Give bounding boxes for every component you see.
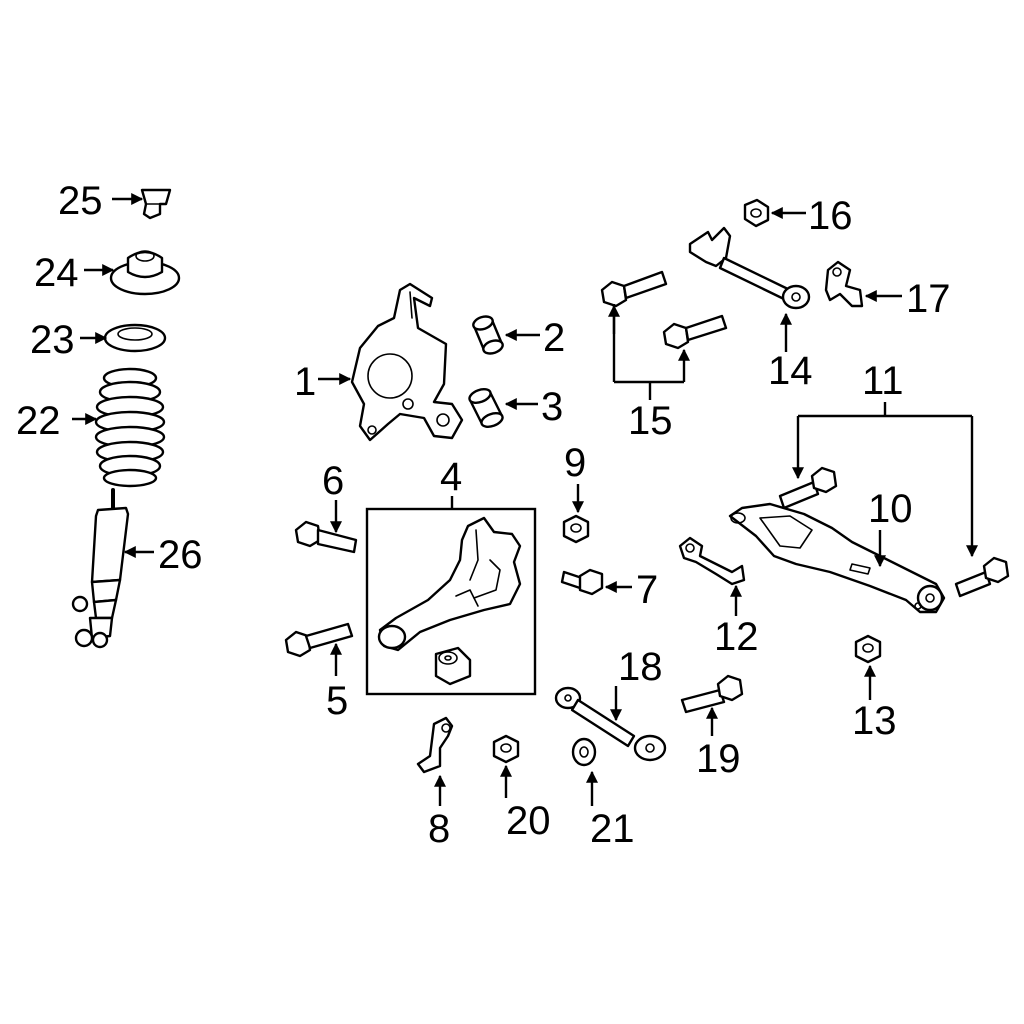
callout-16: 16 <box>808 194 853 238</box>
part-2-bushing <box>472 315 504 355</box>
callout-1: 1 <box>294 360 316 404</box>
part-21-washer <box>571 737 597 767</box>
part-4-trailing-arm <box>377 516 522 686</box>
part-3-bushing <box>468 388 504 428</box>
callout-3: 3 <box>541 385 563 429</box>
callout-15: 15 <box>628 399 673 443</box>
part-22-coil-spring <box>94 367 166 488</box>
callout-8: 8 <box>428 807 450 851</box>
part-20-nut <box>492 734 520 764</box>
callout-14: 14 <box>768 349 813 393</box>
callout-13: 13 <box>852 699 897 743</box>
callout-19: 19 <box>696 737 741 781</box>
part-16-nut <box>743 198 770 228</box>
part-7-bolt <box>560 568 604 596</box>
part-23-spring-insulator <box>103 323 167 353</box>
callout-4: 4 <box>440 455 462 499</box>
callout-18: 18 <box>618 645 663 689</box>
part-1-knuckle <box>350 282 464 442</box>
callout-6: 6 <box>322 459 344 503</box>
part-9-nut <box>562 514 590 544</box>
part-17-bracket <box>824 260 864 308</box>
part-8-bracket <box>416 716 454 774</box>
part-10-lower-arm <box>728 502 946 614</box>
callout-7: 7 <box>636 568 658 612</box>
callout-12: 12 <box>714 615 759 659</box>
part-19-bolt <box>680 674 744 714</box>
callout-5: 5 <box>326 679 348 723</box>
part-24-spring-seat <box>109 250 181 296</box>
callout-24: 24 <box>34 251 79 295</box>
part-5-bolt <box>284 622 354 658</box>
callout-9: 9 <box>564 441 586 485</box>
callout-22: 22 <box>16 399 61 443</box>
callout-23: 23 <box>30 318 75 362</box>
part-12-bracket <box>678 536 746 586</box>
callout-11: 11 <box>862 359 904 403</box>
part-18-link <box>554 686 667 762</box>
part-25-bump-stop <box>140 188 172 220</box>
callout-26: 26 <box>158 533 203 577</box>
part-13-nut <box>854 634 882 664</box>
callout-10: 10 <box>868 487 913 531</box>
part-14-upper-link <box>688 226 811 310</box>
part-6-bolt <box>294 520 358 554</box>
callout-21: 21 <box>590 807 635 851</box>
callout-25: 25 <box>58 179 103 223</box>
part-11-bolts <box>778 466 1010 598</box>
callout-17: 17 <box>906 277 951 321</box>
part-15-bolts <box>600 270 728 350</box>
callout-20: 20 <box>506 799 551 843</box>
callout-2: 2 <box>543 316 565 360</box>
part-26-shock-absorber <box>71 488 130 649</box>
